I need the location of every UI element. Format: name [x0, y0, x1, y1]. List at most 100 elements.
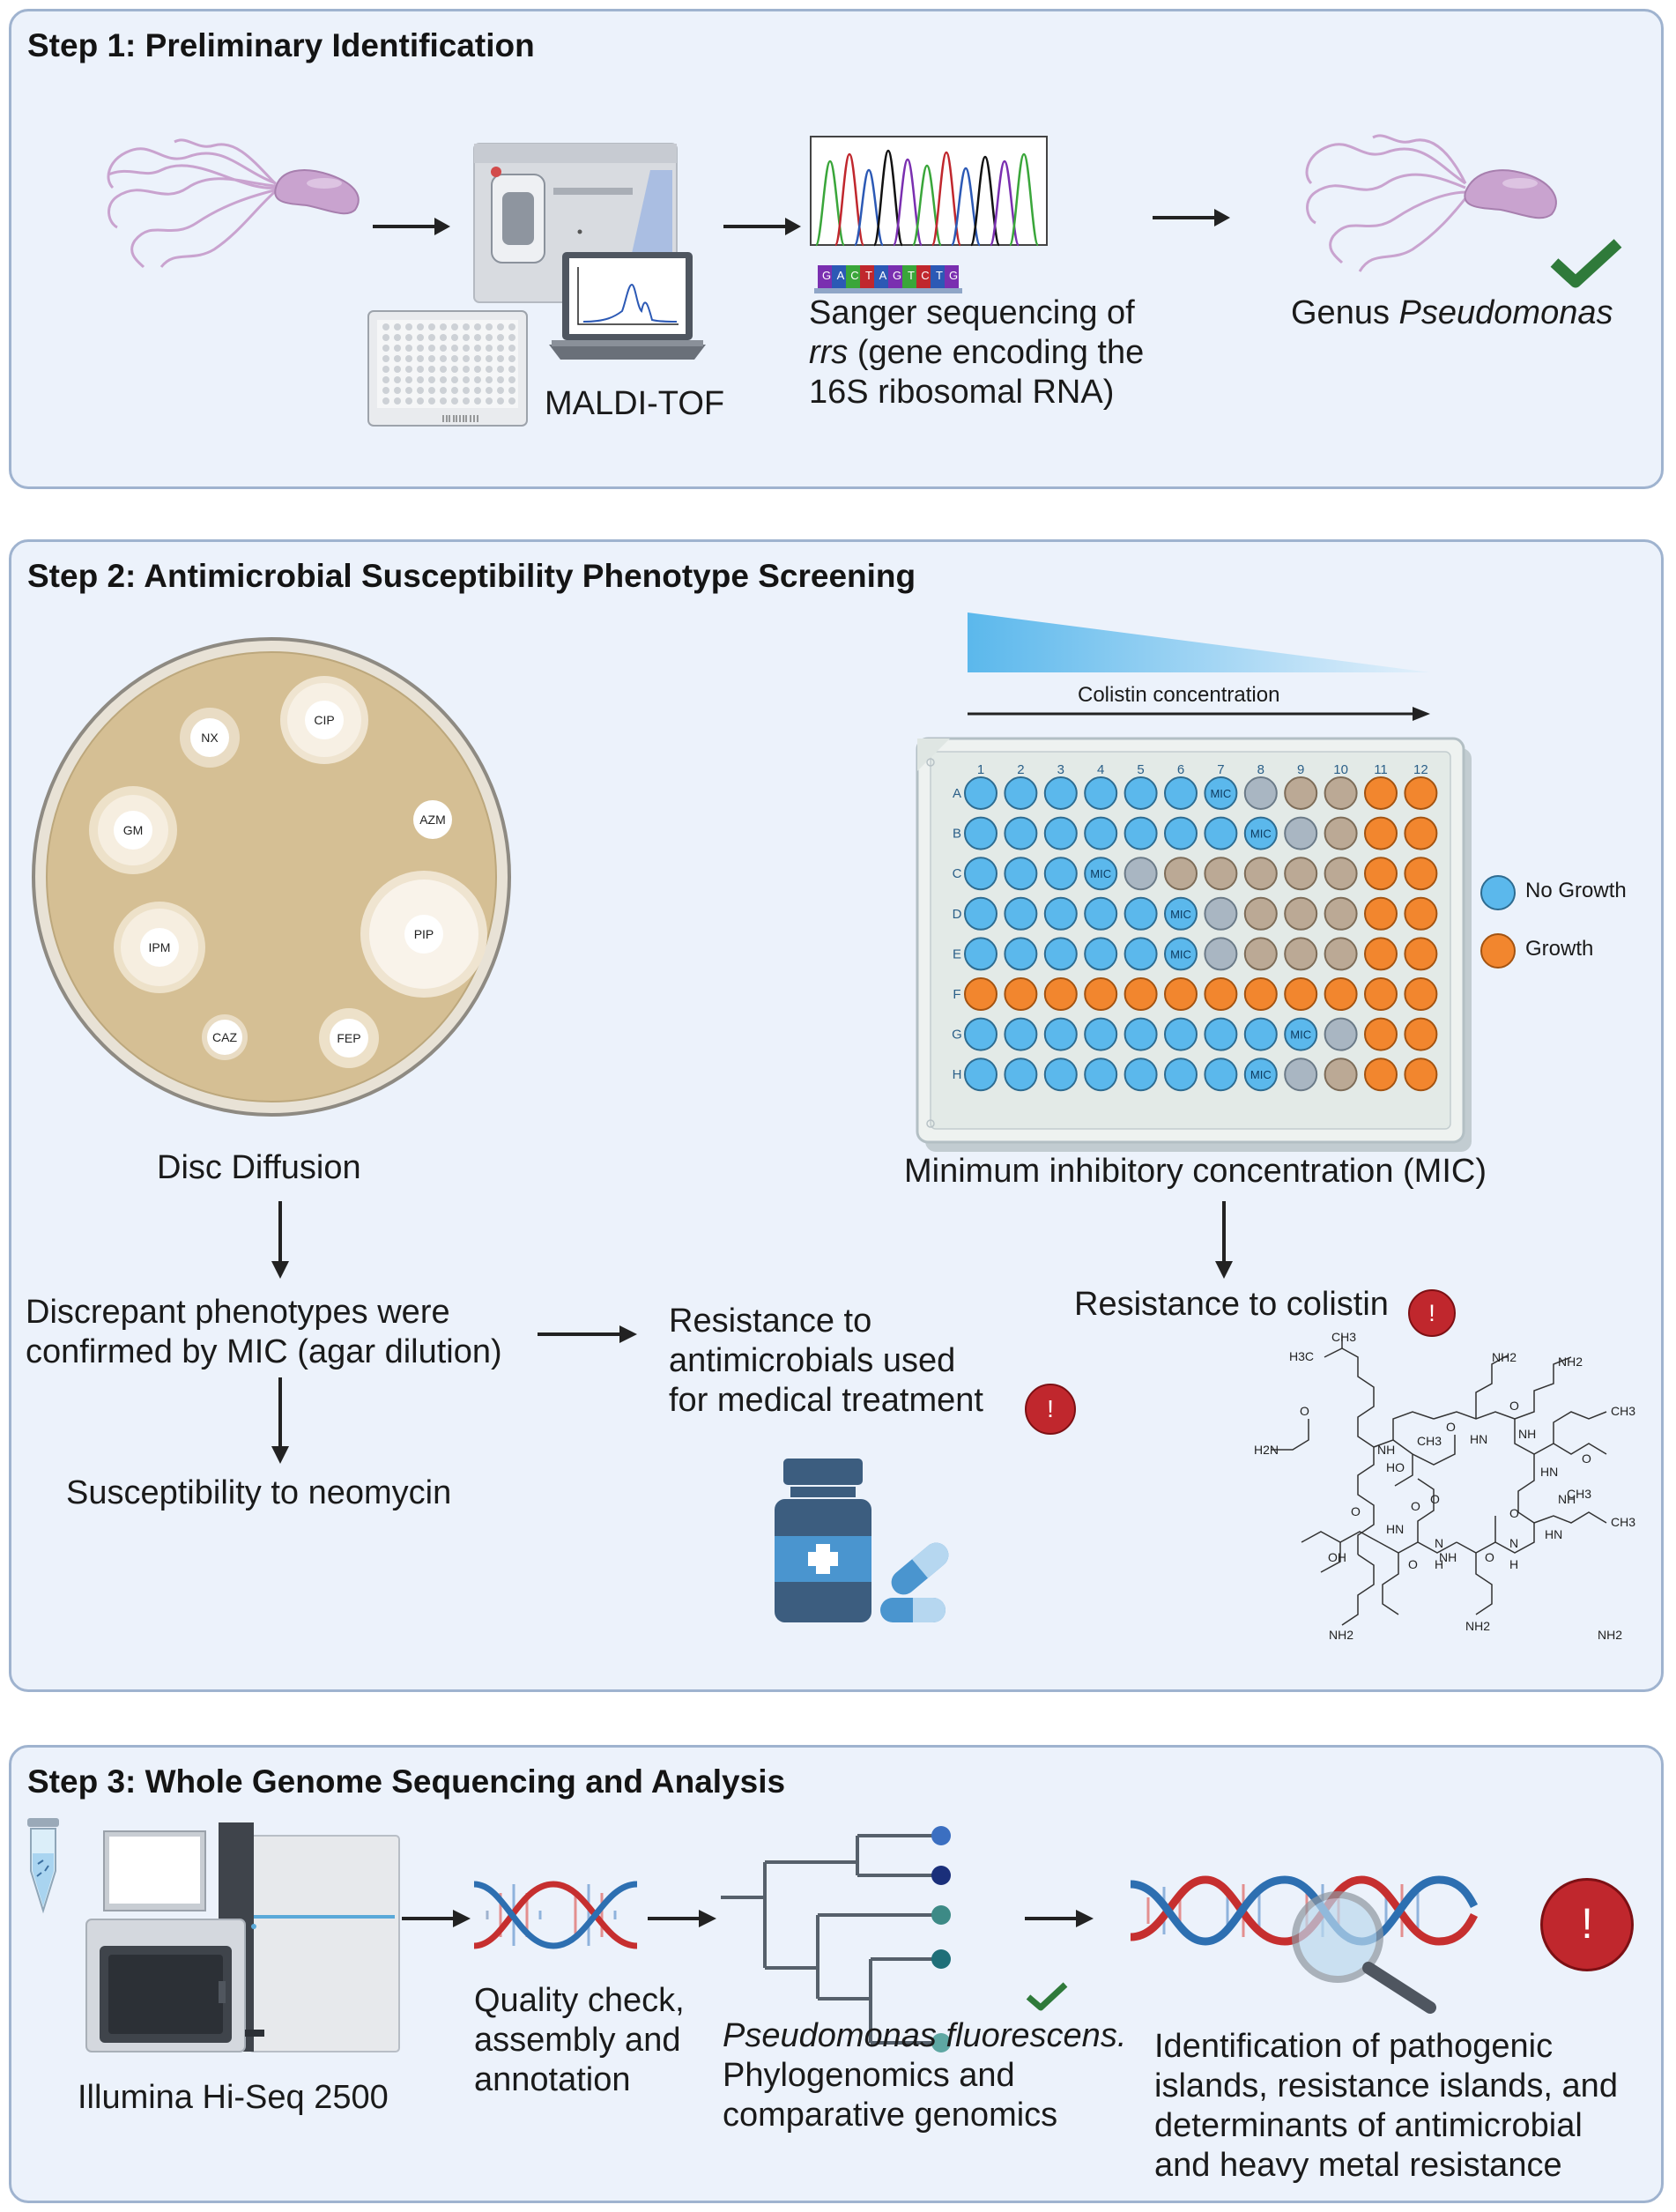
plate-well — [964, 857, 997, 891]
plate-column-label: 2 — [1017, 762, 1024, 777]
disc-azm: AZM — [413, 800, 452, 839]
plate-column-label: 11 — [1374, 762, 1388, 777]
plate-well — [1284, 816, 1318, 850]
mic-label: MIC — [1290, 1028, 1311, 1042]
plate-well — [1043, 857, 1078, 891]
genus-name: Pseudomonas — [1398, 294, 1613, 331]
discrepant-line2: confirmed by MIC (agar dilution) — [26, 1333, 502, 1370]
svg-text:GM: GM — [123, 823, 144, 837]
medicine-bottle-icon — [775, 1459, 949, 1622]
plate-well — [1404, 816, 1438, 850]
base-letter: T — [908, 269, 915, 282]
plate-well — [1043, 776, 1078, 810]
plate-well — [1324, 1058, 1358, 1092]
plate-well — [1004, 816, 1038, 850]
step3-title: Step 3: Whole Genome Sequencing and Anal… — [27, 1763, 786, 1800]
base-letter: C — [921, 269, 930, 282]
ident-line4: and heavy metal resistance — [1154, 2147, 1562, 2184]
svg-text:N: N — [1435, 1536, 1443, 1550]
plate-well — [1324, 896, 1358, 931]
plate-well — [1204, 1058, 1238, 1092]
svg-text:CH3: CH3 — [1417, 1434, 1442, 1448]
svg-text:NH: NH — [1518, 1427, 1536, 1441]
svg-text:O: O — [1408, 1557, 1418, 1571]
svg-text:CAZ: CAZ — [212, 1030, 237, 1044]
plate-column-label: 6 — [1177, 762, 1184, 777]
plate-well — [1084, 776, 1118, 810]
plate-well — [1324, 857, 1358, 891]
colistin-structure-icon: CH3 H3C NH2 NH2 H2N O NH CH3 HO O HN NH … — [1254, 1330, 1635, 1642]
plate-well — [1043, 1058, 1078, 1092]
plate-well — [1364, 1058, 1398, 1092]
plate-well — [1324, 977, 1358, 1011]
plate-well — [964, 1058, 997, 1092]
plate-well — [1164, 857, 1198, 891]
arrow-down-icon — [1215, 1201, 1233, 1279]
plate-well — [1284, 1058, 1318, 1092]
plate-well — [1284, 896, 1318, 931]
svg-text:HN: HN — [1386, 1522, 1404, 1536]
svg-text:O: O — [1509, 1399, 1519, 1413]
plate-well — [1164, 977, 1198, 1011]
svg-text:NH2: NH2 — [1465, 1619, 1490, 1633]
base-letter: A — [879, 269, 887, 282]
mic-well — [1204, 776, 1238, 810]
plate-well — [1284, 776, 1318, 810]
plate-well — [1364, 816, 1398, 850]
plate-well — [1004, 977, 1038, 1011]
disc-diffusion-label: Disc Diffusion — [157, 1149, 361, 1186]
plate-well — [1124, 937, 1158, 971]
disc-ipm: IPM — [114, 902, 205, 993]
mic-label: MIC — [1250, 1068, 1272, 1081]
plate-column-label: 3 — [1057, 762, 1064, 777]
plate-row-label: H — [953, 1067, 962, 1082]
sanger-line1: Sanger sequencing of — [809, 294, 1135, 331]
plate-well — [1004, 776, 1038, 810]
species-name: Pseudomonas fluorescens. — [723, 2017, 1127, 2054]
qc-line3: annotation — [474, 2061, 631, 2098]
step3-panel: Step 3: Whole Genome Sequencing and Anal… — [9, 1745, 1664, 2203]
check-icon — [1550, 239, 1622, 288]
svg-text:OH: OH — [1328, 1550, 1346, 1564]
plate-well — [1364, 896, 1398, 931]
arrow-icon — [402, 1910, 471, 1927]
plate-well — [1084, 1058, 1118, 1092]
plate-well — [1364, 937, 1398, 971]
resistance-colistin-text: Resistance to colistin — [1074, 1286, 1389, 1323]
plate-well — [1324, 937, 1358, 971]
plate-well — [964, 1017, 997, 1051]
plate-well — [1084, 816, 1118, 850]
sanger-line2-rest: (gene encoding the — [848, 334, 1145, 371]
plate-well — [1043, 896, 1078, 931]
plate-well — [1204, 816, 1238, 850]
plate-well — [1004, 857, 1038, 891]
dna-icon — [473, 1881, 638, 1949]
petri-dish-icon: NX CIP GM AZM IPM PIP CAZ FEP — [32, 637, 511, 1117]
rrs-gene-label: rrs — [809, 334, 849, 371]
svg-text:NH2: NH2 — [1558, 1355, 1583, 1369]
phylo-line2: Phylogenomics and — [723, 2057, 1015, 2094]
plate-well — [1084, 896, 1118, 931]
phylo-text: Pseudomonas fluorescens. Phylogenomics a… — [723, 2016, 1126, 2135]
svg-text:NH: NH — [1377, 1443, 1395, 1457]
plate-column-label: 7 — [1217, 762, 1224, 777]
plate-well — [1124, 1058, 1158, 1092]
arrow-down-icon — [271, 1201, 289, 1279]
qc-line2: assembly and — [474, 2022, 681, 2059]
plate-well — [1404, 857, 1438, 891]
phylo-line3: comparative genomics — [723, 2097, 1058, 2134]
svg-text:O: O — [1351, 1504, 1361, 1518]
plate-well — [1124, 816, 1158, 850]
plate-row-label: F — [953, 987, 960, 1002]
resistance-treatment-line3: for medical treatment — [669, 1382, 983, 1419]
svg-text:H3C: H3C — [1289, 1349, 1314, 1363]
phylogenetic-tree-icon — [721, 1826, 951, 2052]
base-letter: T — [936, 269, 943, 282]
plate-well — [1364, 1017, 1398, 1051]
mic-well — [1243, 816, 1278, 850]
qc-line1: Quality check, — [474, 1982, 685, 2019]
plate-well — [1084, 937, 1118, 971]
plate-well — [1243, 776, 1278, 810]
plate-well — [1124, 977, 1158, 1011]
genus-prefix: Genus — [1291, 294, 1399, 331]
